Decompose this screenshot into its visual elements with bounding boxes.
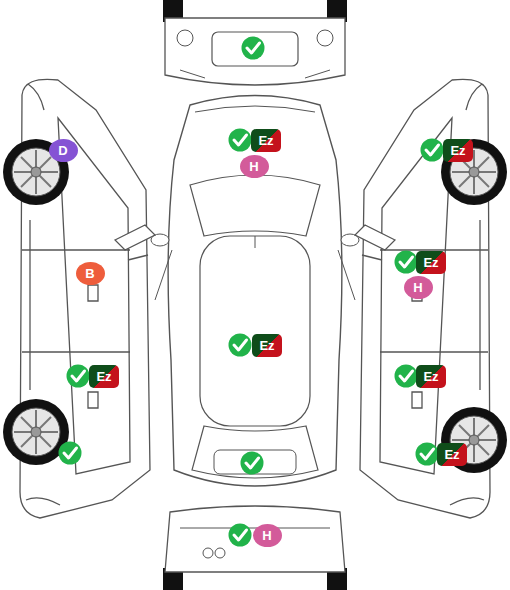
damage-code-badge: Ez xyxy=(252,334,282,357)
damage-code-badge: Ez xyxy=(443,139,473,162)
damage-code-badge: Ez xyxy=(437,443,467,466)
damage-code-badge: B xyxy=(76,262,105,285)
damage-code-badge: D xyxy=(49,139,78,162)
damage-code-badge: Ez xyxy=(251,129,281,152)
damage-code-badge: H xyxy=(240,155,269,178)
damage-code-badge: H xyxy=(253,524,282,547)
damage-code-badge: H xyxy=(404,276,433,299)
damage-code-badge: Ez xyxy=(416,251,446,274)
damage-code-badge: Ez xyxy=(89,365,119,388)
damage-code-badge: Ez xyxy=(416,365,446,388)
